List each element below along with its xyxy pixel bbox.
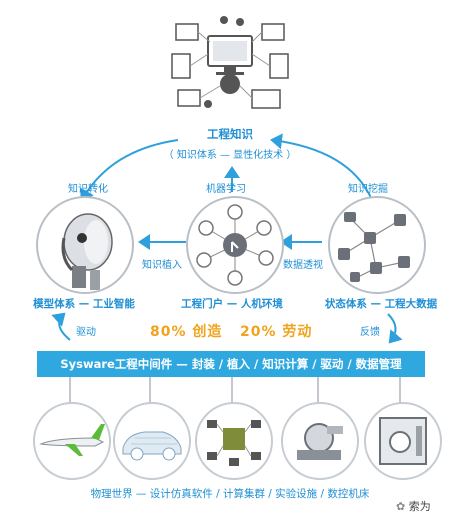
data-network-icon bbox=[338, 212, 410, 282]
middleware-banner: Sysware工程中间件 — 封装 / 植入 / 知识计算 / 驱动 / 数据管… bbox=[37, 351, 425, 377]
portal-hub-icon bbox=[196, 204, 274, 286]
lab-equipment-icon bbox=[297, 423, 343, 460]
arc-right-to-knowledge bbox=[270, 133, 373, 201]
ratio-create: 80% 创造 bbox=[150, 324, 223, 340]
ratio-labor: 20% 劳动 bbox=[240, 324, 313, 340]
wechat-icon: ✿ bbox=[396, 500, 406, 513]
portal-circle bbox=[186, 196, 284, 294]
big-data-circle bbox=[328, 196, 426, 294]
node-label-model: 模型体系 — 工业智能 bbox=[33, 298, 135, 310]
arc-knowledge-to-left bbox=[79, 139, 179, 202]
knowledge-subtitle: （ 知识体系 — 显性化技术 ） bbox=[163, 150, 297, 161]
arc-drive bbox=[51, 312, 71, 341]
label-knowledge-implant: 知识植入 bbox=[142, 260, 182, 271]
watermark-text: 索为 bbox=[408, 500, 431, 513]
label-knowledge-mining: 知识挖掘 bbox=[348, 184, 388, 195]
lab-machine-circle bbox=[281, 402, 359, 480]
knowledge-title: 工程知识 bbox=[207, 127, 253, 141]
cnc-machine-circle bbox=[364, 402, 442, 480]
robot-head-icon bbox=[61, 213, 113, 290]
knowledge-devices-illustration bbox=[171, 16, 289, 109]
node-label-state: 状态体系 — 工程大数据 bbox=[324, 298, 438, 310]
label-machine-learning: 机器学习 bbox=[206, 184, 246, 195]
watermark-logo: ✿ 索为 bbox=[396, 498, 431, 514]
cluster-circle bbox=[195, 402, 273, 480]
computing-cluster-icon bbox=[207, 420, 261, 466]
physical-world-caption: 物理世界 — 设计仿真软件 / 计算集群 / 实验设施 / 数控机床 bbox=[90, 488, 370, 500]
node-label-portal: 工程门户 — 人机环境 bbox=[181, 298, 283, 310]
airplane-icon bbox=[39, 424, 105, 456]
label-knowledge-transform: 知识转化 bbox=[68, 184, 108, 195]
cnc-machine-icon bbox=[379, 417, 427, 465]
robot-circle bbox=[36, 196, 134, 294]
label-data-perspective: 数据透视 bbox=[283, 260, 323, 271]
arc-feedback bbox=[387, 313, 403, 344]
feedback-label: 反馈 bbox=[360, 327, 380, 338]
drive-label: 驱动 bbox=[76, 327, 96, 338]
car-wireframe-circle bbox=[113, 402, 191, 480]
airplane-circle bbox=[33, 402, 111, 480]
car-wireframe-icon bbox=[122, 431, 182, 461]
